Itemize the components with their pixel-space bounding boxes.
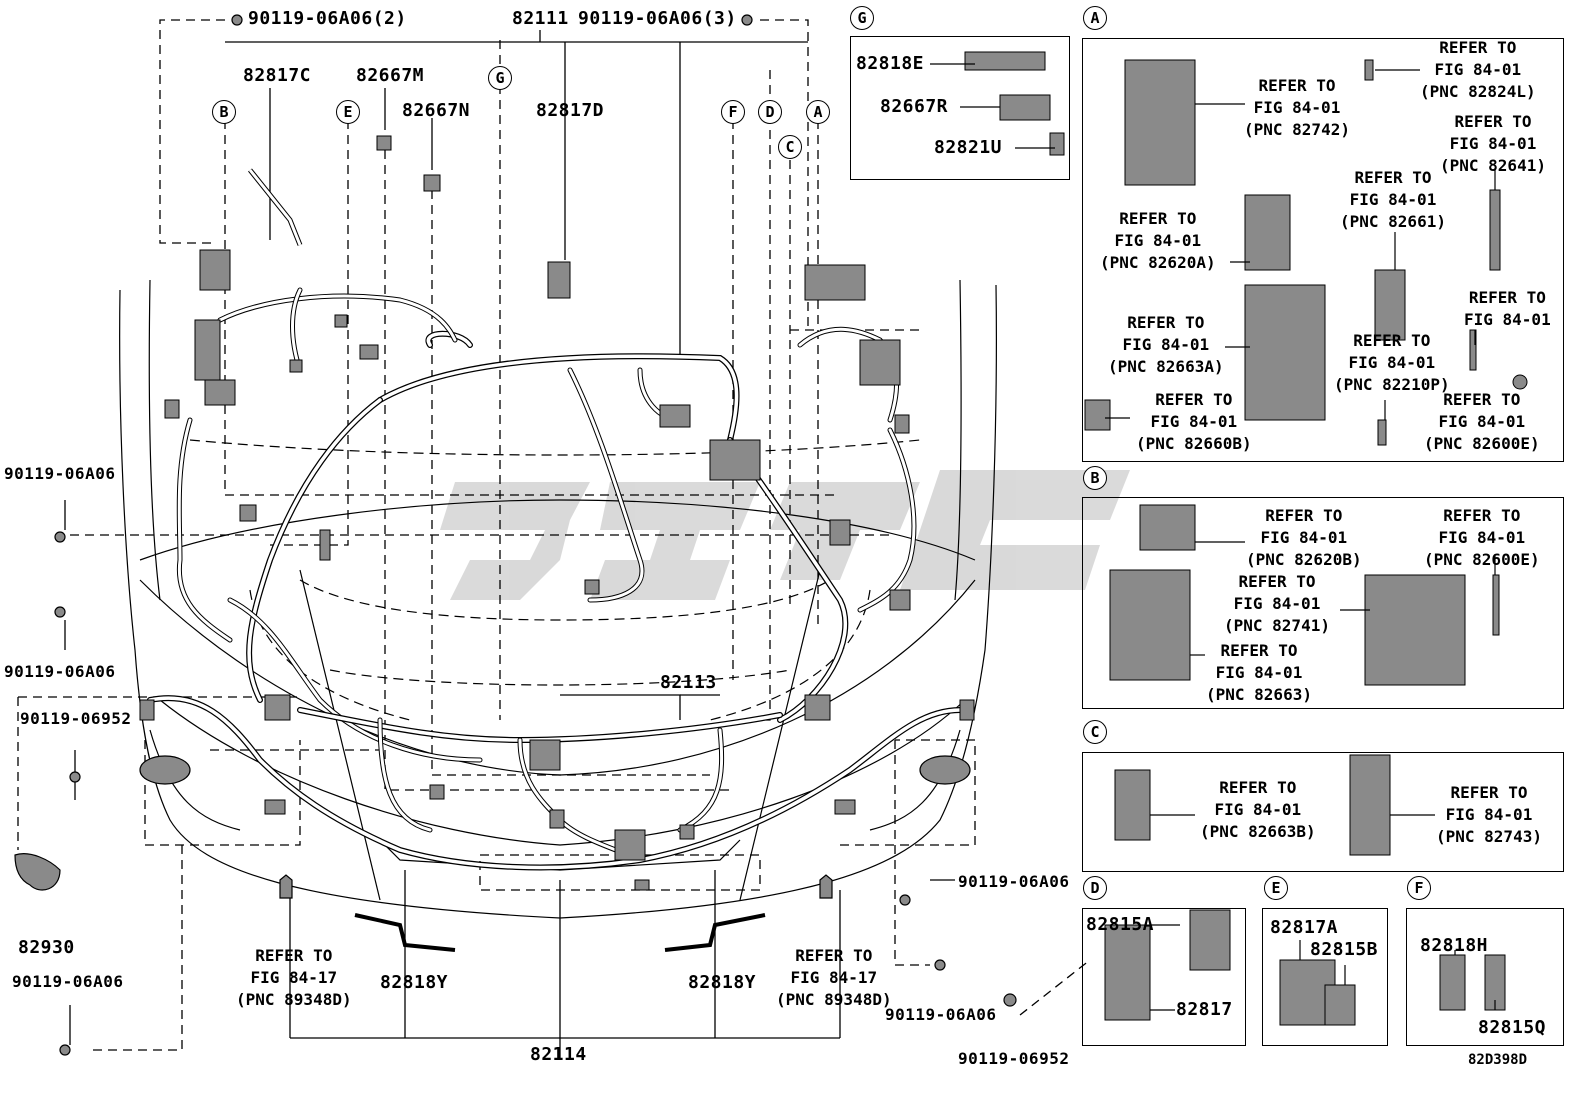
part-number-label: 82111 <box>512 8 569 29</box>
fastener-label: 90119-06A06 <box>4 464 116 483</box>
refer-note: REFER TO FIG 84-01 (PNC 82600E) <box>1424 390 1540 453</box>
part-number-label: 82821U <box>934 137 1003 158</box>
refer-note: REFER TO FIG 84-01 (PNC 82743) <box>1436 783 1542 846</box>
callout-marker-b: B <box>212 100 236 124</box>
part-number-label: 82930 <box>18 937 75 958</box>
part-number-label: 82667N <box>402 100 471 121</box>
panel-part-artwork <box>964 51 1528 1026</box>
callout-marker-e: E <box>336 100 360 124</box>
refer-note: REFER TO FIG 84-01 (PNC 82663B) <box>1200 778 1316 841</box>
part-number-label: 82114 <box>530 1044 587 1065</box>
detail-panel-e <box>1262 908 1388 1046</box>
wire-harness <box>147 287 963 871</box>
refer-note: REFER TO FIG 84-01 (PNC 82641) <box>1440 112 1546 175</box>
fastener-label: 90119-06A06 <box>958 872 1070 891</box>
part-number-label: 82817 <box>1176 999 1233 1020</box>
fastener-label: 90119-06A06(3) <box>578 8 737 29</box>
refer-note: REFER TO FIG 84-01 (PNC 82600E) <box>1424 506 1540 569</box>
callout-marker-a: A <box>806 100 830 124</box>
diagram-code: 82D398D <box>1468 1052 1528 1068</box>
detail-panel-g <box>850 36 1070 180</box>
callout-marker-c: C <box>778 135 802 159</box>
part-number-label: 82667M <box>356 65 425 86</box>
part-number-label: 82818E <box>856 53 925 74</box>
panel-letter-d: D <box>1083 876 1107 900</box>
panel-leaders <box>930 63 1496 1011</box>
panel-letter-c: C <box>1083 720 1107 744</box>
callout-marker-g: G <box>488 66 512 90</box>
refer-note: REFER TO FIG 84-01 (PNC 82660B) <box>1136 390 1252 453</box>
refer-note: REFER TO FIG 84-01 (PNC 82661) <box>1340 168 1446 231</box>
fastener-label: 90119-06A06 <box>885 1005 997 1024</box>
detail-panel-d <box>1082 908 1246 1046</box>
refer-note: REFER TO FIG 84-01 (PNC 82742) <box>1244 76 1350 139</box>
detail-panel-b <box>1082 497 1564 709</box>
callout-marker-f: F <box>721 100 745 124</box>
part-number-label: 82818H <box>1420 935 1489 956</box>
part-number-label: 82818Y <box>688 972 757 993</box>
detail-panel-a <box>1082 38 1564 462</box>
panel-letter-g: G <box>850 6 874 30</box>
fastener-label: 90119-06952 <box>20 709 132 728</box>
part-number-label: 82817A <box>1270 917 1339 938</box>
part-number-label: 82817D <box>536 100 605 121</box>
part-number-label: 82667R <box>880 96 949 117</box>
fastener-label: 90119-06A06 <box>4 662 116 681</box>
small-parts <box>14 14 1017 1056</box>
refer-note: REFER TO FIG 84-01 (PNC 82210P) <box>1334 331 1450 394</box>
part-number-label: 82815A <box>1086 914 1155 935</box>
detail-panel-c <box>1082 752 1564 872</box>
part-number-label: 82815B <box>1310 939 1379 960</box>
callout-marker-d: D <box>758 100 782 124</box>
detail-panel-f <box>1406 908 1564 1046</box>
harness-connectors <box>139 135 975 891</box>
refer-note: REFER TO FIG 84-01 (PNC 82824L) <box>1420 38 1536 101</box>
panel-letter-b: B <box>1083 466 1107 490</box>
panel-letter-a: A <box>1083 6 1107 30</box>
refer-note: REFER TO FIG 84-01 <box>1464 288 1551 329</box>
part-number-label: 82815Q <box>1478 1017 1547 1038</box>
fastener-label: 90119-06A06 <box>12 972 124 991</box>
vehicle-body-outline <box>119 279 997 919</box>
watermark-logo <box>440 470 1130 600</box>
refer-note: REFER TO FIG 84-01 (PNC 82741) <box>1224 572 1330 635</box>
panel-letter-f: F <box>1407 876 1431 900</box>
part-number-label: 82113 <box>660 672 717 693</box>
refer-note: REFER TO FIG 84-17 (PNC 89348D) <box>236 946 352 1009</box>
refer-note: REFER TO FIG 84-01 (PNC 82663A) <box>1108 313 1224 376</box>
refer-note: REFER TO FIG 84-01 (PNC 82620A) <box>1100 209 1216 272</box>
fastener-label: 90119-06952 <box>958 1049 1070 1068</box>
panel-letter-e: E <box>1264 876 1288 900</box>
part-number-label: 82817C <box>243 65 312 86</box>
fastener-label: 90119-06A06(2) <box>248 8 407 29</box>
part-number-label: 82818Y <box>380 972 449 993</box>
dashed-leaders <box>17 19 1091 1051</box>
refer-note: REFER TO FIG 84-01 (PNC 82620B) <box>1246 506 1362 569</box>
refer-note: REFER TO FIG 84-01 (PNC 82663) <box>1206 641 1312 704</box>
refer-note: REFER TO FIG 84-17 (PNC 89348D) <box>776 946 892 1009</box>
